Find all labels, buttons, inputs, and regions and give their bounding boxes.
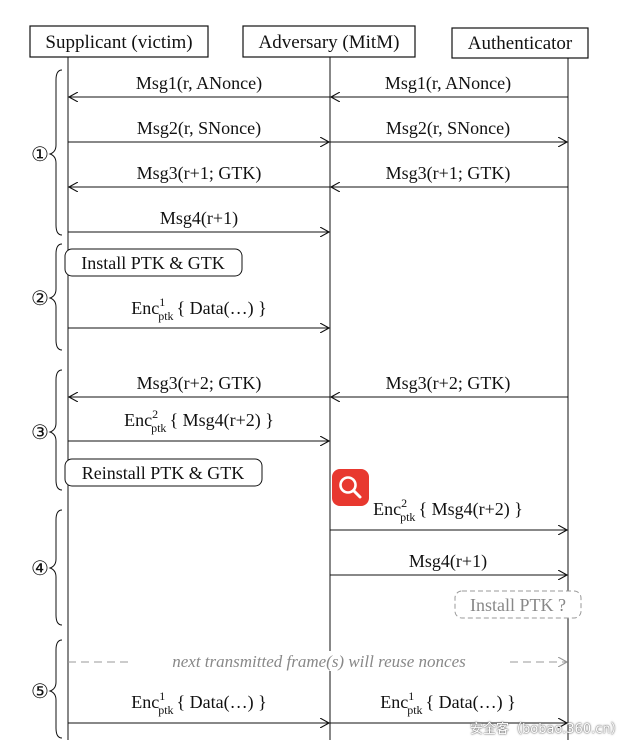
msg1-left-label: Msg1(r, ANonce) <box>136 73 262 94</box>
enc-sub: ptk <box>158 309 173 323</box>
reinstall-ptk-gtk-label: Reinstall PTK & GTK <box>82 463 245 483</box>
enc-base: Enc <box>373 499 401 519</box>
enc-rest: { Data(…) } <box>426 692 516 713</box>
msg2-left-label: Msg2(r, SNonce) <box>137 118 261 139</box>
enc-base: Enc <box>131 692 159 712</box>
brace-4 <box>48 509 63 626</box>
enc-sup: 1 <box>159 689 165 703</box>
msg3-left-label: Msg3(r+1; GTK) <box>137 163 262 184</box>
enc-rest: { Msg4(r+2) } <box>169 410 273 431</box>
msg4-left-label: Msg4(r+1) <box>160 208 238 229</box>
enc-sup: 2 <box>401 496 407 510</box>
msg3b-right-label: Msg3(r+2; GTK) <box>386 373 511 394</box>
enc-rest: { Data(…) } <box>177 298 267 319</box>
enc-sub: ptk <box>400 510 415 524</box>
brace-5 <box>48 639 63 739</box>
msg4b-right-label: Msg4(r+1) <box>409 551 487 572</box>
install-ptk-gtk-box <box>64 248 243 277</box>
msg1-right-label: Msg1(r, ANonce) <box>385 73 511 94</box>
msg3b-left-label: Msg3(r+2; GTK) <box>137 373 262 394</box>
search-icon[interactable] <box>332 469 369 506</box>
authenticator-header <box>451 27 589 59</box>
install-ptk-question-label: Install PTK ? <box>470 595 566 615</box>
brace-1 <box>48 69 63 236</box>
brace-3 <box>48 369 63 491</box>
enc-base: Enc <box>124 410 152 430</box>
enc-rest: { Data(…) } <box>177 692 267 713</box>
msg2-right-label: Msg2(r, SNonce) <box>386 118 510 139</box>
step-3-label: ③ <box>31 422 49 444</box>
step-2-label: ② <box>31 288 49 310</box>
enc-base: Enc <box>380 692 408 712</box>
step-4-label: ④ <box>31 558 49 580</box>
reinstall-ptk-gtk-box <box>64 458 263 487</box>
supplicant-label: Supplicant (victim) <box>45 32 192 53</box>
enc-sup: 1 <box>159 295 165 309</box>
enc-sub: ptk <box>151 421 166 435</box>
msg3-right-label: Msg3(r+1; GTK) <box>386 163 511 184</box>
watermark: 安全客（bobao.360.cn） <box>470 722 624 737</box>
install-ptk-question-box <box>454 590 582 619</box>
adversary-label: Adversary (MitM) <box>259 32 400 53</box>
nonce-reuse-label-bg <box>132 651 506 671</box>
install-ptk-gtk-label: Install PTK & GTK <box>81 253 225 273</box>
enc-sup: 2 <box>152 407 158 421</box>
enc-rest: { Msg4(r+2) } <box>418 499 522 520</box>
brace-2 <box>48 243 63 351</box>
step-5-label: ⑤ <box>31 681 49 703</box>
enc-sup: 1 <box>408 689 414 703</box>
step-1-label: ① <box>31 144 49 166</box>
magnifier-glyph <box>339 476 362 499</box>
enc-base: Enc <box>131 298 159 318</box>
enc-sub: ptk <box>407 703 422 717</box>
adversary-header <box>242 25 416 58</box>
enc-sub: ptk <box>158 703 173 717</box>
authenticator-label: Authenticator <box>468 33 573 54</box>
nonce-reuse-note: next transmitted frame(s) will reuse non… <box>172 652 466 671</box>
supplicant-header <box>29 25 209 58</box>
phase-braces <box>48 69 63 739</box>
